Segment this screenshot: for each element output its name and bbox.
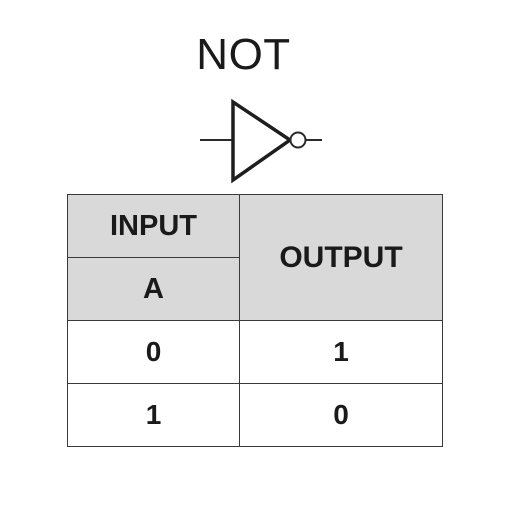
- input-a-header: A: [67, 257, 240, 321]
- truth-table: INPUT OUTPUT A 0 1 1 0: [67, 194, 443, 447]
- input-group-header: INPUT: [67, 194, 240, 258]
- gate-title: NOT: [196, 30, 291, 79]
- output-cell: 0: [239, 383, 443, 447]
- output-header: OUTPUT: [239, 194, 443, 321]
- header-row: A: [67, 257, 443, 321]
- table-row: 0 1: [67, 320, 443, 384]
- input-a-cell: 0: [67, 320, 240, 384]
- output-cell: 1: [239, 320, 443, 384]
- input-a-cell: 1: [67, 383, 240, 447]
- table-row: 1 0: [67, 383, 443, 447]
- header-row: INPUT OUTPUT: [67, 194, 443, 321]
- not-gate-icon: [200, 98, 322, 184]
